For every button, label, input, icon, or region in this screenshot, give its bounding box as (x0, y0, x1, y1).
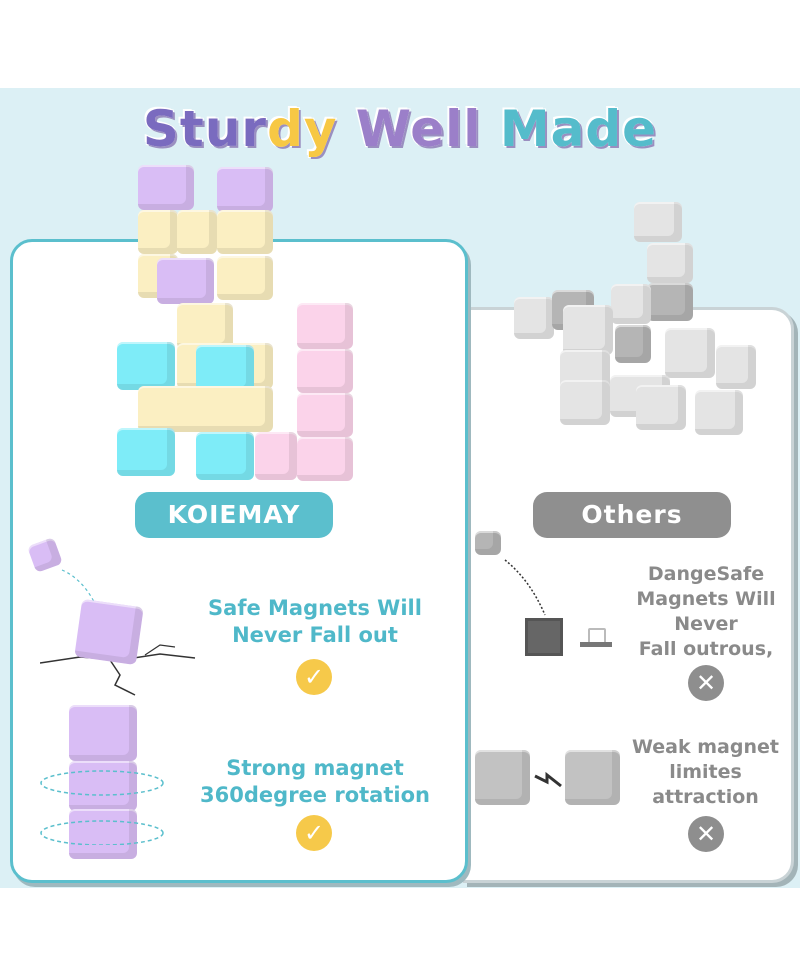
title-word-dy: dy (266, 99, 338, 159)
title-word-stur: Stur (142, 99, 268, 159)
feature-strong-magnet: Strong magnet 360degree rotation (200, 756, 430, 807)
magnet-part-icon (580, 628, 612, 648)
check-icon: ✓ (296, 659, 332, 695)
feature-weak-magnet: Weak magnet limites attraction (632, 736, 779, 808)
page-title: Sturdy Well Made (0, 99, 800, 159)
lightning-icon (534, 771, 562, 788)
koiemay-label: KOIEMAY (135, 492, 333, 538)
cross-icon: ✕ (688, 816, 724, 852)
hollow-cube-icon (525, 618, 563, 656)
cross-icon: ✕ (688, 665, 724, 701)
title-word-well: Well (337, 99, 482, 159)
rotation-arrow-icon (40, 770, 164, 845)
feature-dangesafe: DangeSafe Magnets Will Never Fall outrou… (636, 563, 776, 660)
title-word-made: Made (481, 99, 658, 159)
feature-safe-magnets: Safe Magnets Will Never Fall out (208, 596, 422, 647)
others-label: Others (533, 492, 731, 538)
check-icon: ✓ (296, 815, 332, 851)
